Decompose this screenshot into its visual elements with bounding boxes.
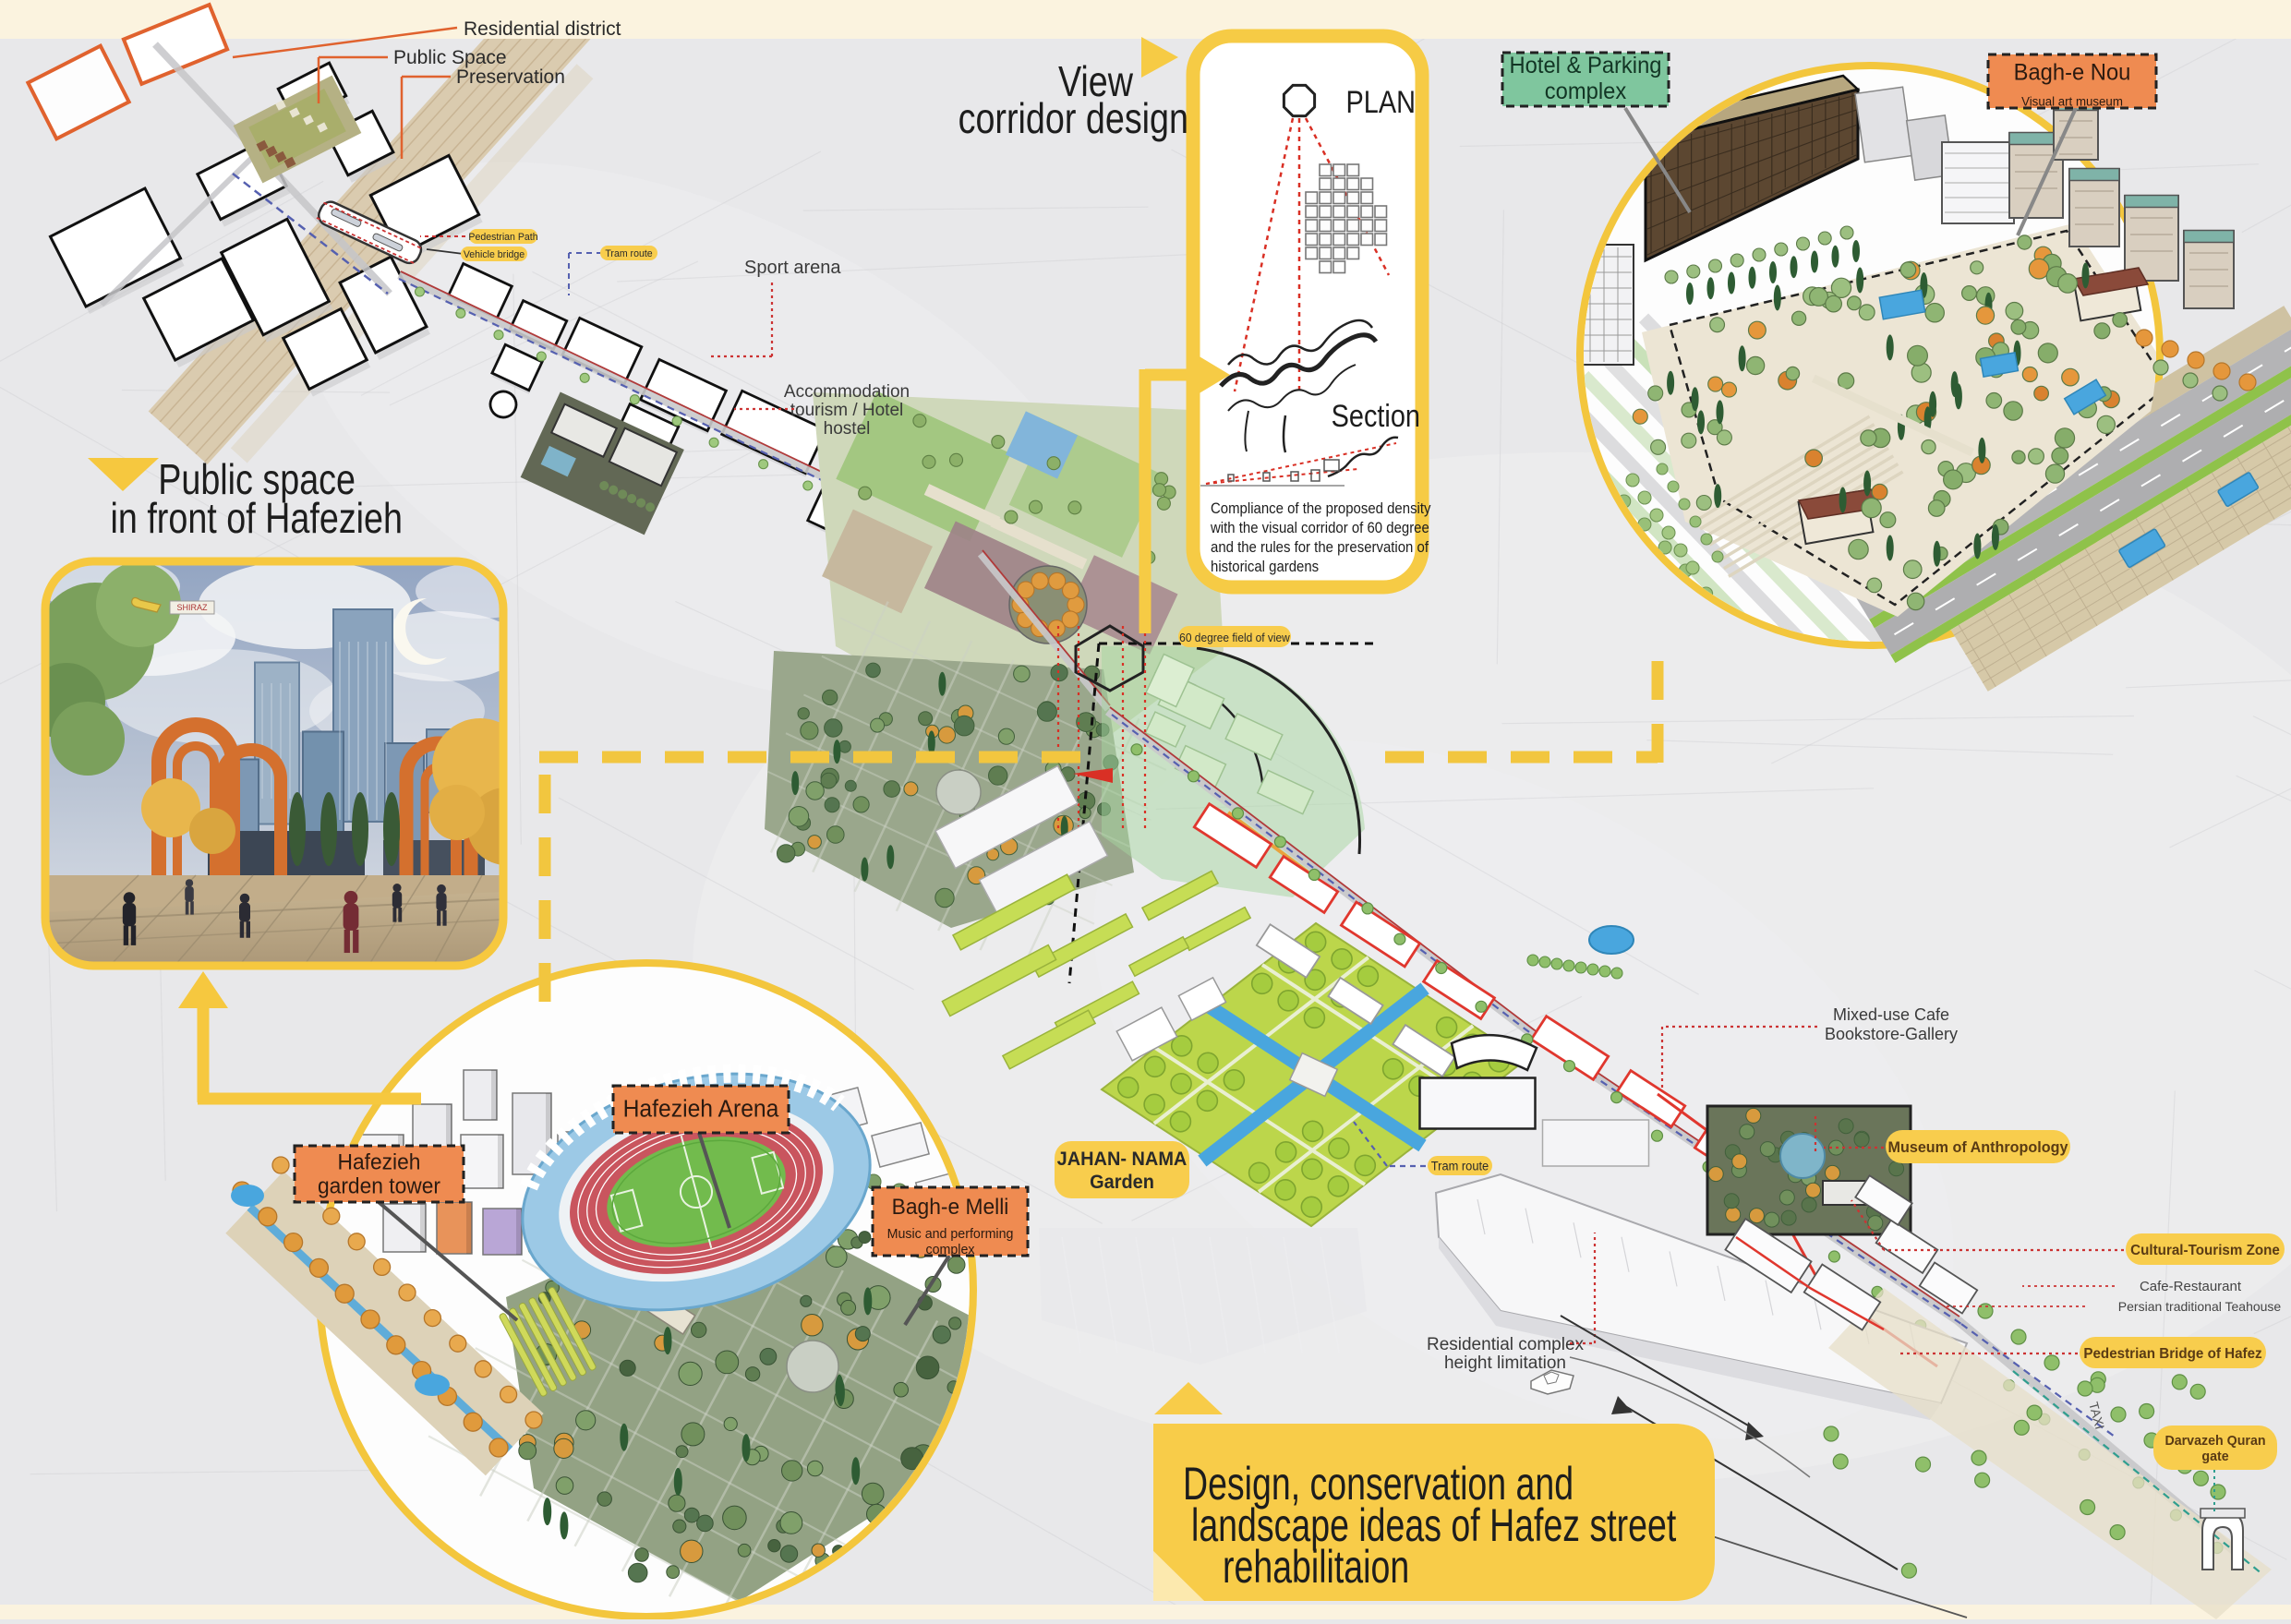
svg-text:SHIRAZ: SHIRAZ [176,603,208,612]
svg-text:Pedestrian Bridge of Hafez: Pedestrian Bridge of Hafez [2083,1345,2261,1361]
svg-text:Vehicle bridge: Vehicle bridge [464,248,525,259]
svg-text:rehabilitaion: rehabilitaion [1223,1542,1409,1593]
svg-text:60 degree field of view: 60 degree field of view [1179,632,1291,645]
svg-text:historical gardens: historical gardens [1211,559,1319,575]
svg-text:tourism / Hotel: tourism / Hotel [790,401,903,420]
svg-text:Hafezieh Arena: Hafezieh Arena [623,1096,780,1123]
svg-text:Compliance of the proposed de: Compliance of the proposed density [1211,500,1430,517]
svg-text:Music and performing: Music and performing [887,1227,1014,1242]
svg-text:hostel: hostel [824,419,871,439]
svg-text:and the rules for the preserva: and the rules for the preservation of [1211,539,1429,556]
svg-text:Cafe-Restaurant: Cafe-Restaurant [2140,1279,2242,1294]
svg-text:Pedestrian Path: Pedestrian Path [468,231,537,242]
svg-text:in front of Hafezieh: in front of Hafezieh [111,494,403,541]
svg-text:Museum of Anthropology: Museum of Anthropology [1888,1138,2069,1156]
svg-text:Accommodation: Accommodation [784,382,910,402]
svg-text:Bagh-e Nou: Bagh-e Nou [2014,60,2131,86]
svg-text:Bookstore-Gallery: Bookstore-Gallery [1825,1025,1958,1043]
svg-text:Visual art museum: Visual art museum [2021,94,2123,108]
svg-text:garden tower: garden tower [318,1173,440,1198]
svg-text:Tram route: Tram route [605,247,652,259]
svg-text:complex: complex [1545,78,1626,104]
svg-text:Sport arena: Sport arena [744,258,841,278]
svg-text:Section: Section [1332,398,1420,434]
svg-text:Hafezieh: Hafezieh [338,1149,421,1174]
svg-text:Residential district: Residential district [464,18,621,40]
svg-text:JAHAN- NAMA: JAHAN- NAMA [1057,1149,1188,1171]
svg-text:Darvazeh Quran: Darvazeh Quran [2164,1434,2265,1449]
svg-text:with the visual corridor of 60: with the visual corridor of 60 degree [1210,520,1429,536]
svg-text:Preservation: Preservation [456,66,565,88]
svg-text:Residential complex: Residential complex [1427,1335,1585,1354]
svg-text:gate: gate [2201,1450,2228,1464]
svg-text:Cultural-Tourism Zone: Cultural-Tourism Zone [2130,1242,2280,1257]
svg-text:corridor design: corridor design [959,94,1188,141]
svg-text:height limitation: height limitation [1444,1353,1566,1373]
svg-text:Tram route: Tram route [1431,1159,1489,1173]
svg-text:Hotel & Parking: Hotel & Parking [1510,53,1662,78]
svg-text:Garden: Garden [1090,1172,1154,1194]
svg-text:Mixed-use Cafe: Mixed-use Cafe [1833,1005,1949,1024]
svg-text:Public Space: Public Space [393,47,507,68]
svg-text:complex: complex [926,1243,976,1257]
svg-text:Persian traditional Teahouse: Persian traditional Teahouse [2118,1299,2282,1314]
svg-text:Bagh-e Melli: Bagh-e Melli [892,1195,1009,1220]
svg-text:PLAN: PLAN [1346,84,1416,120]
